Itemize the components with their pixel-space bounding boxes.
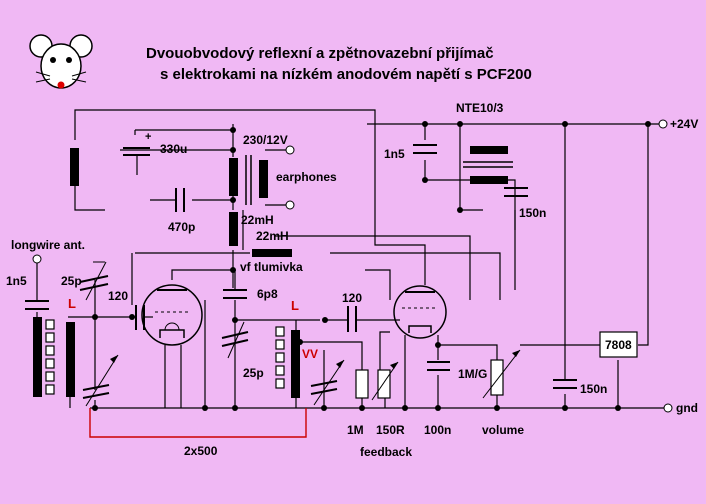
trimmer-25p-b bbox=[221, 321, 249, 359]
choke-left bbox=[70, 148, 79, 186]
label-6p8: 6p8 bbox=[257, 287, 278, 301]
variable-capacitor-a bbox=[82, 354, 119, 407]
regulator-7808 bbox=[599, 331, 638, 358]
label-100n: 100n bbox=[424, 423, 451, 437]
feedback-potentiometer bbox=[371, 361, 399, 401]
volume-potentiometer bbox=[482, 349, 521, 399]
trimmer-25p-a bbox=[79, 261, 109, 301]
transformer-nte10-3 bbox=[463, 146, 513, 184]
capacitor-470p bbox=[175, 188, 185, 212]
coil-L2 bbox=[275, 326, 300, 398]
label-earphones: earphones bbox=[276, 170, 337, 184]
label-1n5-antenna: 1n5 bbox=[6, 274, 27, 288]
label-1m-g: 1M/G bbox=[458, 367, 487, 381]
choke-22mh-horizontal bbox=[252, 249, 292, 257]
label-22mh-b: 22mH bbox=[256, 229, 289, 243]
gnd-terminal bbox=[663, 403, 673, 413]
capacitor-330u bbox=[123, 147, 150, 175]
label-22mh-a: 22mH bbox=[241, 213, 274, 227]
label-longwire: longwire ant. bbox=[11, 238, 85, 252]
junction-dots bbox=[92, 121, 651, 411]
tube-1 bbox=[141, 284, 203, 346]
label-volume: volume bbox=[482, 423, 524, 437]
title-line-1: Dvouobvodový reflexní a zpětnovazební př… bbox=[146, 45, 494, 62]
antenna-terminal bbox=[32, 254, 42, 264]
variable-capacitor-b bbox=[310, 359, 345, 406]
label-1n5-top: 1n5 bbox=[384, 147, 405, 161]
label-vf-tlumivka: vf tlumivka bbox=[240, 260, 303, 274]
label-150n-lower: 150n bbox=[580, 382, 607, 396]
capacitor-6p8 bbox=[223, 289, 247, 299]
transformer-230-12v bbox=[229, 145, 295, 210]
label-L1: L bbox=[68, 296, 76, 311]
label-nte10-3: NTE10/3 bbox=[456, 101, 504, 115]
capacitor-100n bbox=[427, 361, 450, 371]
label-L2: L bbox=[291, 298, 299, 313]
label-plus24v: +24V bbox=[670, 117, 698, 131]
label-plus: + bbox=[145, 131, 151, 143]
label-150n-upper: 150n bbox=[519, 206, 546, 220]
label-330u: 330u bbox=[160, 142, 187, 156]
title-line-2: s elektrokami na nízkém anodovém napětí … bbox=[160, 66, 532, 83]
tube-2 bbox=[393, 285, 447, 339]
capacitor-1n5-antenna bbox=[25, 300, 49, 310]
label-150r: 150R bbox=[376, 423, 405, 437]
label-25p-b: 25p bbox=[243, 366, 264, 380]
label-120-a: 120 bbox=[108, 289, 128, 303]
label-1m: 1M bbox=[347, 423, 364, 437]
resistor-1m bbox=[355, 369, 369, 399]
label-470p: 470p bbox=[168, 220, 195, 234]
capacitor-1n5-top bbox=[413, 144, 437, 154]
mouse-logo-icon bbox=[29, 34, 93, 89]
choke-22mh-vertical bbox=[229, 212, 238, 246]
capacitor-150n-lower bbox=[553, 379, 577, 389]
label-25p-a: 25p bbox=[61, 274, 82, 288]
plus24v-terminal bbox=[658, 119, 668, 129]
capacitor-120-b bbox=[347, 306, 357, 332]
label-2x500: 2x500 bbox=[184, 444, 218, 458]
label-gnd: gnd bbox=[676, 401, 698, 415]
ganged-capacitor-link bbox=[89, 408, 307, 438]
label-feedback: feedback bbox=[360, 445, 412, 459]
label-vv: VV bbox=[302, 347, 318, 361]
coil-L1 bbox=[33, 317, 75, 397]
label-230-12v: 230/12V bbox=[243, 133, 288, 147]
label-7808: 7808 bbox=[605, 338, 632, 352]
capacitor-150n-upper bbox=[504, 187, 528, 197]
label-120-b: 120 bbox=[342, 291, 362, 305]
